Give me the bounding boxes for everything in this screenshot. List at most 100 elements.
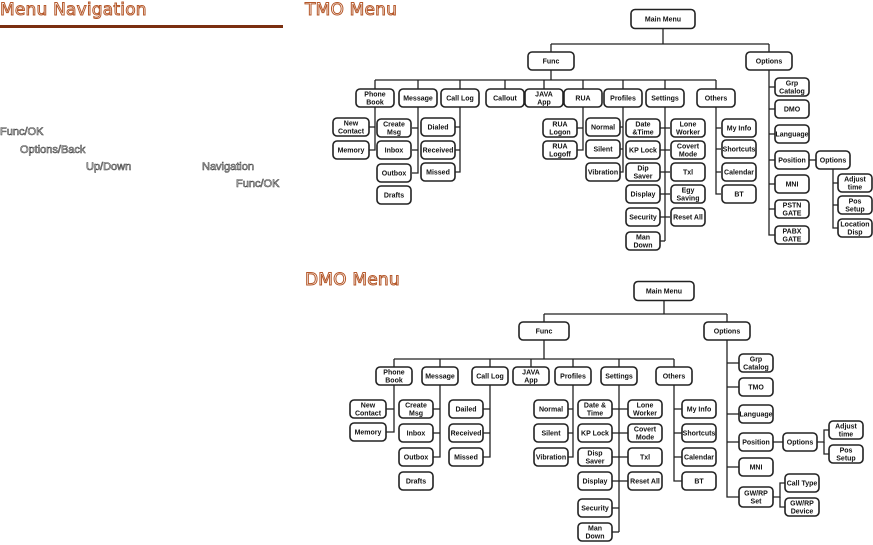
menu-node-profiles: Profiles	[603, 88, 643, 108]
menu-node-label: Main Menu	[646, 289, 682, 296]
menu-node-date-time: Date&Time	[625, 118, 661, 138]
connector-line	[568, 385, 574, 458]
menu-node-box	[448, 399, 484, 419]
menu-node-my-info: My Info	[721, 118, 757, 138]
menu-node-label: Shortcuts	[683, 431, 716, 438]
menu-node-drafts: Drafts	[398, 471, 434, 491]
menu-node-box	[376, 140, 412, 160]
menu-node-box	[670, 162, 706, 182]
menu-node-position: Position	[774, 150, 810, 170]
menu-node-box	[645, 88, 685, 108]
menu-node-options: Options	[745, 51, 793, 71]
menu-node-box	[585, 139, 621, 159]
menu-node-label: Position	[778, 158, 806, 165]
menu-node-box	[485, 88, 525, 108]
menu-node-box	[577, 522, 613, 542]
connector-line	[773, 482, 785, 498]
menu-node-box	[837, 195, 873, 215]
menu-node-box	[533, 399, 569, 419]
menu-node-label: Reset All	[673, 215, 703, 222]
dmo-menu-title: DMO Menu	[305, 270, 401, 291]
menu-node-label: Position	[742, 440, 770, 447]
menu-node-message: Message	[398, 88, 438, 108]
side-text-navigation: Navigation	[202, 161, 255, 174]
menu-node-box	[577, 471, 613, 491]
menu-node-box	[420, 162, 456, 182]
menu-node-message: Message	[421, 366, 459, 386]
menu-node-box	[376, 185, 412, 205]
menu-node-label: Shortcuts	[723, 147, 756, 154]
menu-node-label: Settings	[651, 96, 679, 103]
menu-node-func: Func	[527, 51, 575, 71]
menu-node-outbox: Outbox	[376, 163, 412, 183]
menu-node-vibration: Vibration	[533, 447, 569, 467]
menu-node-label: Func	[536, 329, 553, 336]
menu-node-box	[471, 366, 509, 386]
menu-node-label: Inbox	[407, 431, 426, 438]
menu-node-label: Message	[425, 374, 455, 381]
menu-node-others: Others	[655, 366, 693, 386]
menu-node-box	[625, 140, 661, 160]
menu-node-txl: Txl	[627, 447, 663, 467]
connector-line	[779, 497, 785, 508]
menu-node-calendar: Calendar	[681, 447, 717, 467]
menu-node-options: Options	[815, 150, 851, 170]
menu-node-box	[376, 163, 412, 183]
menu-node-label: Drafts	[384, 193, 404, 200]
menu-node-box	[585, 117, 621, 137]
menu-node-box	[533, 447, 569, 467]
menu-node-label: Missed	[426, 170, 450, 177]
menu-node-label: Dailed	[455, 407, 476, 414]
menu-node-box	[577, 423, 613, 443]
menu-node-box	[420, 140, 456, 160]
menu-node-box	[655, 366, 693, 386]
menu-node-box	[784, 473, 820, 493]
menu-node-vibration: Vibration	[585, 162, 621, 182]
menu-node-rua: RUA	[563, 88, 603, 108]
menu-node-label: Call Log	[446, 96, 474, 103]
menu-node-memory: Memory	[332, 140, 370, 160]
menu-node-box	[542, 140, 578, 160]
menu-node-box	[703, 321, 751, 341]
menu-node-box	[398, 88, 438, 108]
menu-node-label: Date&Time	[632, 122, 653, 137]
menu-node-box	[349, 422, 387, 442]
menu-node-box	[332, 117, 370, 137]
menu-node-display: Display	[577, 471, 613, 491]
menu-node-box	[721, 139, 757, 159]
menu-node-settings: Settings	[645, 88, 685, 108]
connector-line	[726, 340, 739, 498]
menu-node-silent: Silent	[533, 423, 569, 443]
menu-node-box	[837, 173, 873, 193]
menu-node-label: Vibration	[588, 170, 618, 177]
menu-node-drafts: Drafts	[376, 185, 412, 205]
menu-node-box	[376, 118, 412, 138]
menu-node-label: Others	[663, 374, 686, 381]
menu-node-dmo: DMO	[774, 99, 810, 119]
menu-node-box	[398, 447, 434, 467]
menu-node-dailed: Dailed	[448, 399, 484, 419]
menu-node-label: Options	[787, 440, 814, 447]
menu-node-box	[774, 150, 810, 170]
connector-line	[483, 385, 491, 458]
menu-node-others: Others	[696, 88, 736, 108]
connector-line	[768, 70, 775, 236]
menu-node-label: Memory	[338, 148, 365, 155]
menu-node-box	[398, 471, 434, 491]
